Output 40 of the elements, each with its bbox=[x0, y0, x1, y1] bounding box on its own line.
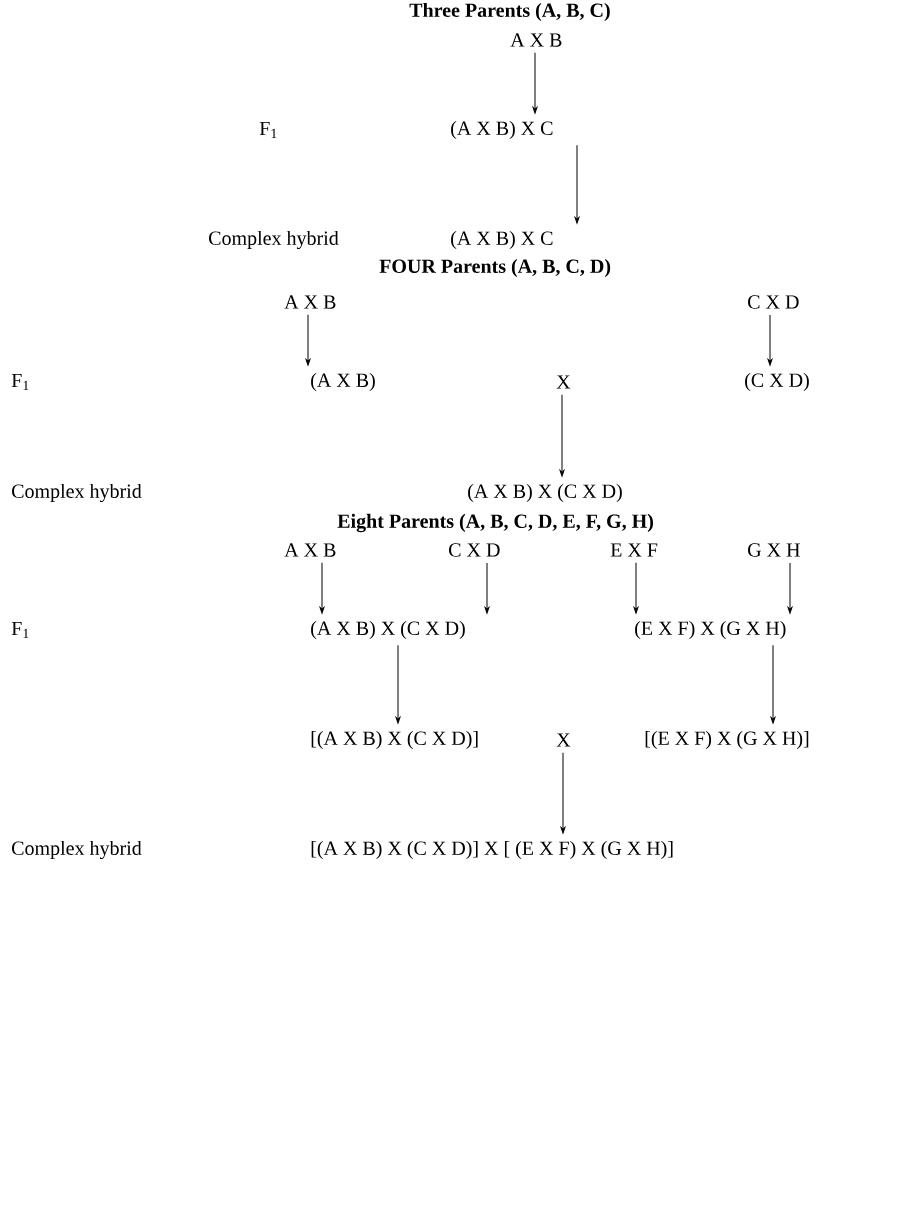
section-heading: Three Parents (A, B, C) bbox=[409, 2, 610, 22]
cross-text: (C X D) bbox=[745, 372, 809, 392]
cross-text: (A X B) X (C X D) bbox=[468, 483, 622, 503]
arrow bbox=[532, 52, 538, 114]
row-label: F$_{1}$ bbox=[11, 373, 29, 391]
arrow bbox=[767, 314, 773, 366]
arrow bbox=[484, 562, 490, 614]
cross-text: (E X F) X (G X H) bbox=[635, 620, 786, 640]
cross-text: X bbox=[556, 375, 571, 389]
cross-text: G X H bbox=[748, 543, 800, 557]
arrow bbox=[574, 144, 580, 224]
cross-text: [(A X B) X (C X D)] X [ (E X F) X (G X H)] bbox=[311, 840, 673, 860]
cross-text: [(E X F) X (G X H)] bbox=[645, 730, 809, 750]
cross-text: E X F bbox=[610, 543, 658, 557]
arrow bbox=[633, 562, 639, 614]
cross-text: A X B bbox=[284, 543, 336, 557]
arrow bbox=[560, 752, 566, 834]
cross-text: A X B bbox=[510, 33, 562, 47]
cross-text: C X D bbox=[449, 543, 500, 557]
cross-text: C X D bbox=[748, 295, 799, 309]
arrow bbox=[395, 644, 401, 724]
cross-text: (A X B) X C bbox=[451, 230, 553, 250]
row-label: Complex hybrid bbox=[12, 840, 142, 860]
arrow bbox=[770, 644, 776, 724]
cross-text: (A X B) bbox=[311, 372, 375, 392]
section-heading: FOUR Parents (A, B, C, D) bbox=[379, 258, 611, 278]
section-heading: Eight Parents (A, B, C, D, E, F, G, H) bbox=[337, 513, 653, 533]
row-label: Complex hybrid bbox=[12, 483, 142, 503]
cross-text: [(A X B) X (C X D)] bbox=[311, 730, 478, 750]
cross-text: (A X B) X (C X D) bbox=[311, 620, 465, 640]
arrow bbox=[319, 562, 325, 614]
arrow bbox=[305, 314, 311, 366]
cross-text: A X B bbox=[284, 295, 336, 309]
cross-text: (A X B) X C bbox=[451, 120, 553, 140]
arrow bbox=[559, 394, 565, 477]
row-label: Complex hybrid bbox=[209, 230, 339, 250]
cross-text: X bbox=[556, 733, 571, 747]
arrow bbox=[787, 562, 793, 614]
row-label: F$_{1}$ bbox=[11, 621, 29, 639]
row-label: F$_{1}$ bbox=[259, 121, 277, 139]
